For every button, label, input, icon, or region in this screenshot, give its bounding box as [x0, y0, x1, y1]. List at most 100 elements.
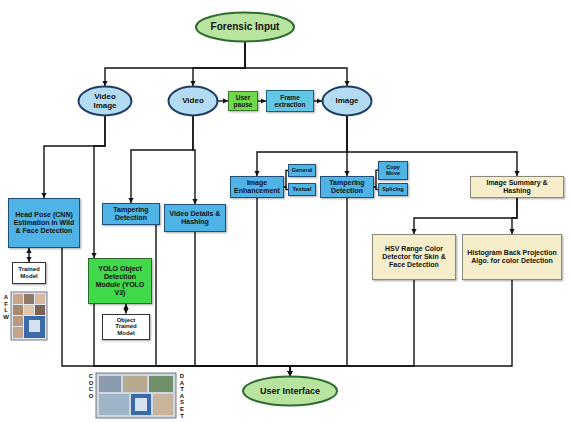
- connector: [26, 248, 31, 262]
- node-text: Splicing: [382, 186, 403, 192]
- connector-line: [347, 116, 517, 176]
- connector-line: [195, 232, 290, 376]
- option-tag: Splicing: [378, 183, 408, 196]
- connector: [156, 225, 293, 376]
- connector: [94, 304, 293, 376]
- connector: [411, 198, 517, 234]
- process-box: Histogram Back Projection Algo. for colo…: [462, 234, 562, 280]
- node-text: Trained Model: [16, 266, 42, 280]
- arrow-head: [287, 371, 292, 376]
- connector: [123, 304, 128, 314]
- node-text: Image Enhancement: [234, 179, 280, 195]
- connector-line: [512, 198, 517, 234]
- connector-line: [62, 248, 290, 376]
- node-text: YOLO Object Detection Module (YOLO V3): [92, 265, 148, 297]
- arrow-head: [287, 371, 292, 376]
- node-text: Video Image: [87, 92, 123, 110]
- option-tag: Copy Move: [378, 161, 408, 180]
- connector: [287, 280, 414, 376]
- arrow-head: [123, 304, 128, 309]
- connector: [128, 116, 193, 203]
- input-ellipse: Image: [322, 86, 372, 116]
- connector-line: [193, 116, 195, 204]
- process-box: Image Summary & Hashing: [470, 176, 564, 198]
- node-text: Head Pose (CNN) Estimation in Wild & Fac…: [12, 211, 76, 235]
- process-box: Frame extraction: [266, 90, 314, 112]
- arrow-head: [287, 371, 292, 376]
- connector: [287, 198, 347, 376]
- connector: [195, 232, 293, 376]
- arrow-head: [287, 371, 292, 376]
- dataset-label: DATASET: [179, 373, 185, 419]
- process-box: User pause: [228, 91, 258, 112]
- connector-line: [257, 198, 290, 376]
- connector-line: [156, 225, 290, 376]
- node-text: General: [292, 167, 312, 173]
- node-text: Copy Move: [382, 164, 404, 177]
- process-box: Video Details & Hashing: [164, 204, 226, 232]
- arrow-head: [26, 248, 31, 253]
- connector: [218, 98, 228, 103]
- node-text: Tampering Detection: [106, 206, 156, 222]
- node-text: HSV Range Color Detector for Skin & Face…: [376, 245, 452, 269]
- process-box: Head Pose (CNN) Estimation in Wild & Fac…: [8, 198, 80, 248]
- dataset-label: COCO: [88, 373, 94, 399]
- node-text: Video Details & Hashing: [168, 210, 222, 226]
- process-box: Image Enhancement: [230, 176, 284, 198]
- node-text: Textual: [293, 186, 312, 192]
- connector: [254, 116, 347, 176]
- process-box: Tampering Detection: [320, 176, 374, 198]
- connector-line: [414, 198, 517, 234]
- node-text: Frame extraction: [270, 94, 310, 109]
- ellipse-shape: [196, 13, 294, 42]
- connector: [258, 98, 266, 103]
- connector-line: [257, 116, 347, 176]
- node-text: Forensic Input: [211, 21, 280, 33]
- model-box: Object Trained Model: [102, 314, 150, 341]
- connector: [62, 248, 293, 376]
- connector-line: [105, 42, 245, 86]
- process-box: YOLO Object Detection Module (YOLO V3): [88, 258, 152, 304]
- coco-dataset-picture: [96, 373, 176, 418]
- end-ellipse: User Interface: [242, 376, 338, 406]
- ellipse-shape: [243, 377, 337, 406]
- connector-line: [245, 42, 347, 86]
- arrow-head: [344, 81, 349, 86]
- connector-line: [44, 116, 105, 198]
- dataset-label: AFLW: [3, 294, 9, 320]
- model-box: Trained Model: [12, 262, 46, 284]
- node-text: Image Summary & Hashing: [474, 179, 560, 195]
- arrow-head: [190, 81, 195, 86]
- connector: [245, 42, 350, 86]
- connector-line: [290, 198, 347, 376]
- connector: [192, 116, 197, 204]
- ellipse-shape: [323, 87, 372, 116]
- node-text: User Interface: [260, 386, 320, 396]
- node-text: Video: [182, 96, 204, 105]
- arrow-head: [317, 98, 322, 103]
- node-text: Object Trained Model: [106, 317, 146, 338]
- connector: [190, 42, 245, 86]
- aflw-face-grid: [11, 292, 47, 340]
- connector-line: [193, 42, 245, 86]
- option-tag: Textual: [288, 183, 316, 196]
- option-tag: General: [288, 164, 316, 177]
- arrow-head: [287, 371, 292, 376]
- connector: [314, 98, 322, 103]
- connector: [347, 116, 520, 176]
- process-box: HSV Range Color Detector for Skin & Face…: [372, 234, 456, 280]
- connector: [257, 198, 293, 376]
- connector: [41, 116, 105, 198]
- input-ellipse: Video: [168, 86, 218, 116]
- node-text: User pause: [232, 94, 254, 109]
- connector: [287, 280, 512, 376]
- input-ellipse: Video Image: [78, 86, 132, 116]
- process-box: Tampering Detection: [102, 203, 160, 225]
- node-text: Image: [335, 96, 358, 105]
- connector: [509, 198, 517, 234]
- connector-line: [94, 304, 290, 376]
- start-ellipse: Forensic Input: [195, 12, 295, 42]
